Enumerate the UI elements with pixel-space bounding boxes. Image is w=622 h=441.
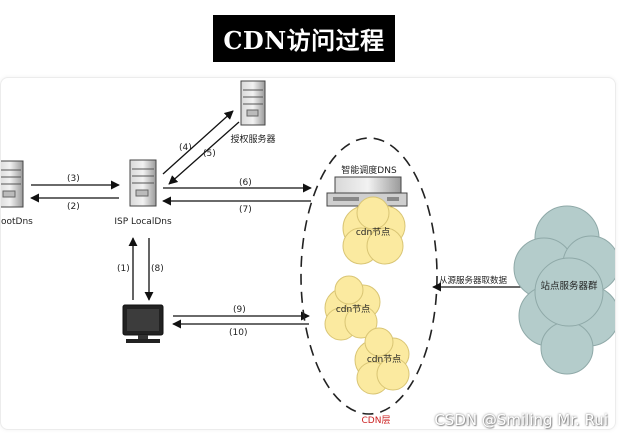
isp-localdns-label: ISP LocalDns [114,217,172,227]
diagram-panel: ootDns ISP LocalDns 授权服务器 智能调度DNS [0,77,616,430]
cdn-node-cloud-3 [354,327,410,395]
step-5-label: (5) [203,149,216,159]
smart-dns-label: 智能调度DNS [341,164,397,176]
site-server-cloud [513,205,615,375]
site-server-label: 站点服务器群 [540,280,598,292]
step-1-label: (1) [117,264,130,274]
step-4-label: (4) [179,143,192,153]
auth-server-icon [240,80,266,126]
root-dns-server-icon [1,160,24,208]
step-8-label: (8) [151,264,164,274]
watermark: CSDN @Smiling Mr. Rui [434,411,608,429]
auth-server-label: 授权服务器 [230,133,275,145]
client-monitor-icon [122,304,164,343]
step-10-label: (10) [229,328,247,338]
arrow-4 [162,110,234,175]
step-9-label: (9) [233,305,246,315]
page-title: CDN访问过程 [213,15,395,62]
arrow-5 [168,121,240,185]
cdn-node-cloud-1 [342,196,406,265]
cdn-node-3-label: cdn节点 [367,354,401,365]
step-3-label: (3) [67,174,80,184]
root-dns-label: ootDns [1,217,33,227]
cdn-node-2-label: cdn节点 [336,304,370,315]
cdn-layer-label: CDN层 [362,415,391,426]
fetch-origin-label: 从源服务器取数据 [439,275,508,286]
cdn-node-cloud-2 [324,275,381,341]
cdn-diagram: ootDns ISP LocalDns 授权服务器 智能调度DNS [1,80,615,426]
step-7-label: (7) [239,205,252,215]
isp-localdns-server-icon [129,159,157,207]
cdn-layer-boundary [300,137,438,415]
cdn-node-1-label: cdn节点 [356,227,390,238]
step-6-label: (6) [239,178,252,188]
step-2-label: (2) [67,202,80,212]
